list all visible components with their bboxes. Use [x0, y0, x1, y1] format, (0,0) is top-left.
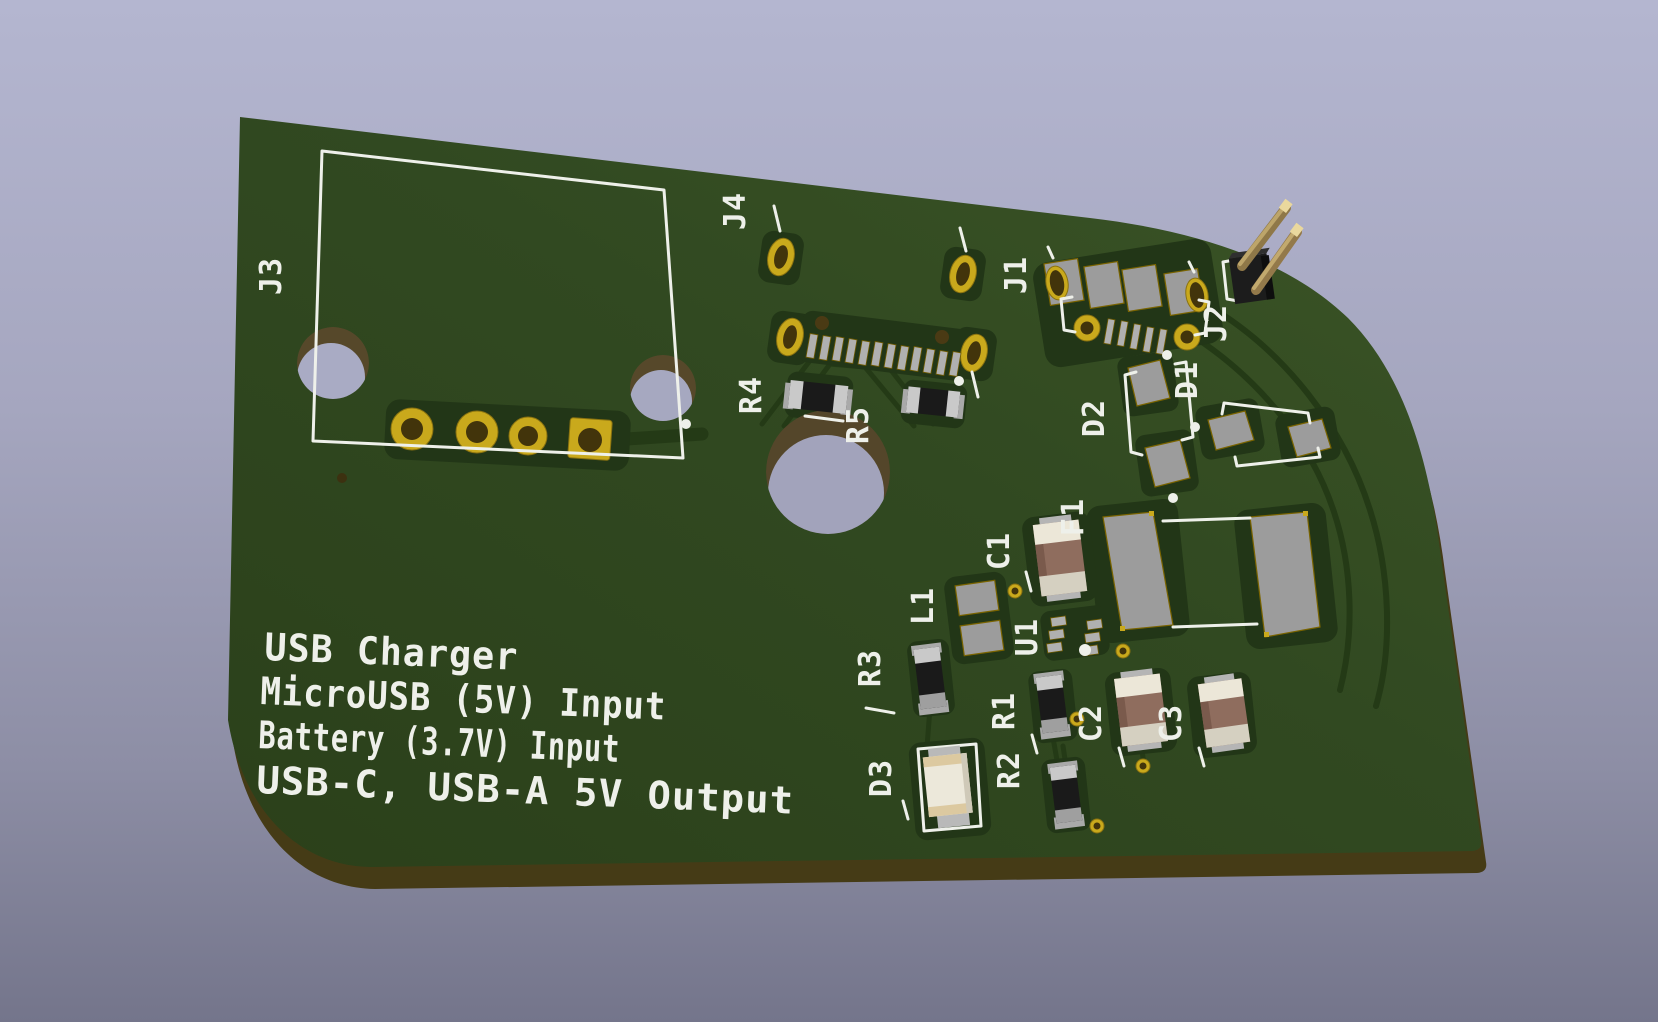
- refdes-u1: U1: [1010, 618, 1045, 656]
- refdes-r3: R3: [853, 649, 888, 687]
- capacitor-c1: [1032, 514, 1088, 602]
- refdes-j3: J3: [254, 257, 289, 295]
- silk-text-line-1: USB Charger: [264, 625, 520, 679]
- j4-pads: [767, 237, 988, 377]
- refdes-r2: R2: [992, 751, 1027, 789]
- f1-pads: [1102, 511, 1321, 638]
- led-d3: [922, 745, 973, 829]
- pads: [337, 237, 1332, 834]
- refdes-d3: D3: [864, 759, 899, 797]
- refdes-j4: J4: [718, 192, 753, 230]
- header-pin: [1237, 198, 1293, 271]
- resistor-r5: [900, 386, 965, 420]
- j3-courtyard-outline: [311, 149, 685, 460]
- resistor-r1: [1033, 670, 1072, 740]
- resistor-r2: [1047, 760, 1086, 830]
- refdes-c1: C1: [982, 532, 1017, 570]
- components: [782, 198, 1304, 830]
- mounting-hole-center: [766, 410, 890, 534]
- silkscreen-text-block: USB Charger MicroUSB (5V) Input Battery …: [256, 625, 795, 823]
- refdes-r1: R1: [987, 692, 1022, 730]
- refdes-j2: J2: [1199, 304, 1234, 342]
- vias: [337, 473, 1151, 834]
- refdes-r5: R5: [841, 406, 876, 444]
- refdes-j1: J1: [999, 256, 1034, 294]
- resistor-r3: [910, 642, 950, 716]
- refdes-c2: C2: [1074, 704, 1109, 742]
- header-pin: [1251, 222, 1304, 295]
- silkscreen-graphics: [311, 149, 1322, 833]
- refdes-d2: D2: [1077, 399, 1112, 437]
- capacitor-c2: [1114, 668, 1168, 752]
- refdes-r4: R4: [734, 376, 769, 414]
- d3-outline: [916, 742, 983, 833]
- refdes-d1: D1: [1170, 361, 1205, 399]
- d2-pads: [1127, 359, 1191, 488]
- l1-pads: [954, 579, 1005, 657]
- d1-pads: [1207, 410, 1332, 458]
- refdes-c3: C3: [1154, 704, 1189, 742]
- refdes-l1: L1: [906, 587, 941, 625]
- j4-signal-pads: [805, 333, 962, 377]
- pin-header-j2: [1228, 198, 1304, 305]
- capacitor-c3: [1197, 673, 1251, 753]
- resistor-r4: [782, 380, 854, 416]
- j3-pads: [390, 407, 613, 461]
- refdes-f1: F1: [1056, 498, 1091, 536]
- j1-pads: [1043, 257, 1209, 355]
